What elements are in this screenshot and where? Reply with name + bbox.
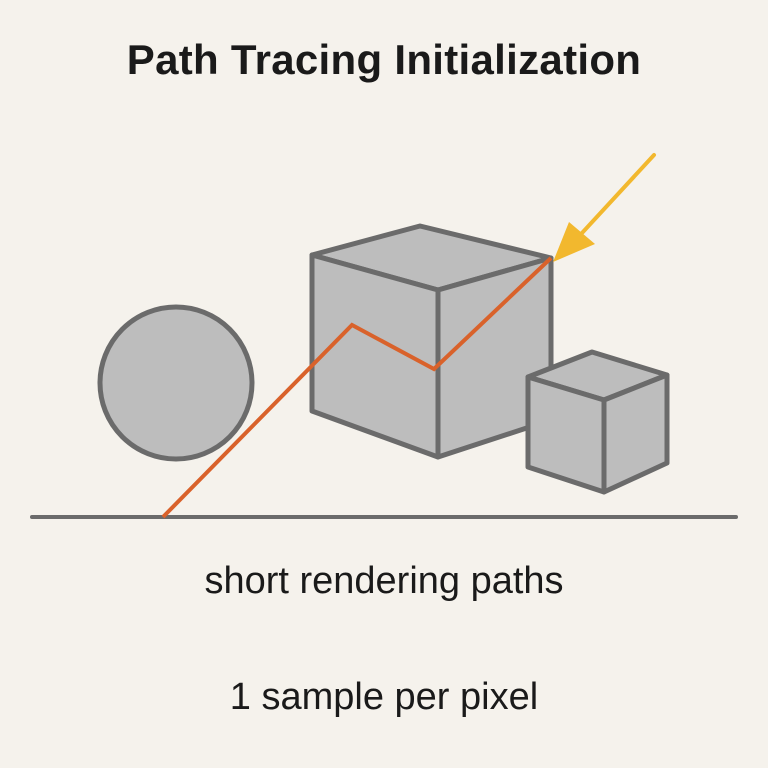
- sphere: [97, 304, 255, 462]
- caption-short-paths: short rendering paths: [204, 560, 564, 602]
- small-cube-front-face: [525, 374, 607, 495]
- page-title: Path Tracing Initialization: [126, 36, 642, 83]
- traced-path: [161, 256, 553, 519]
- small-cube: [525, 349, 670, 495]
- caption-samples: 1 sample per pixel: [229, 676, 539, 718]
- large-cube: [309, 223, 554, 460]
- large-cube-front-face: [309, 252, 441, 460]
- small-cube-side-face: [601, 372, 670, 495]
- arrowhead-icon: [553, 222, 595, 262]
- incoming-light-ray: [580, 153, 656, 235]
